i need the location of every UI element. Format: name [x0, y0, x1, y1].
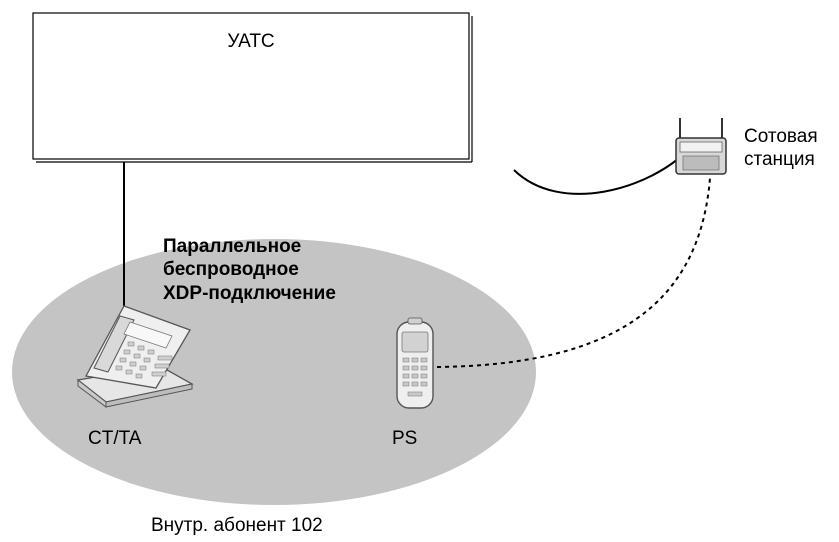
- ct-ta-phone-icon: [76, 305, 194, 408]
- parallel-group-ellipse: [12, 239, 536, 505]
- cell-station-line: [513, 147, 691, 195]
- cell-station-icon: [675, 118, 727, 175]
- cell-station-label: Сотовая станция: [744, 126, 818, 172]
- parallel-connection-line2: беспроводное: [163, 259, 299, 281]
- cell-station-label-line1: Сотовая: [744, 126, 818, 147]
- extension-label: Внутр. абонент 102: [151, 515, 323, 536]
- ct-ta-label: CT/TA: [88, 428, 142, 449]
- parallel-connection-label: Параллельное беспроводное XDP-подключени…: [163, 235, 336, 305]
- ps-handset-icon: [396, 317, 434, 409]
- cell-station-label-line2: станция: [744, 148, 815, 170]
- ps-label: PS: [392, 428, 418, 449]
- pbx-box: [32, 12, 470, 160]
- pbx-label: УАТС: [227, 31, 275, 52]
- parallel-connection-line3: XDP-подключение: [163, 282, 336, 304]
- wireless-link: [436, 177, 711, 368]
- parallel-connection-line1: Параллельное: [163, 236, 302, 257]
